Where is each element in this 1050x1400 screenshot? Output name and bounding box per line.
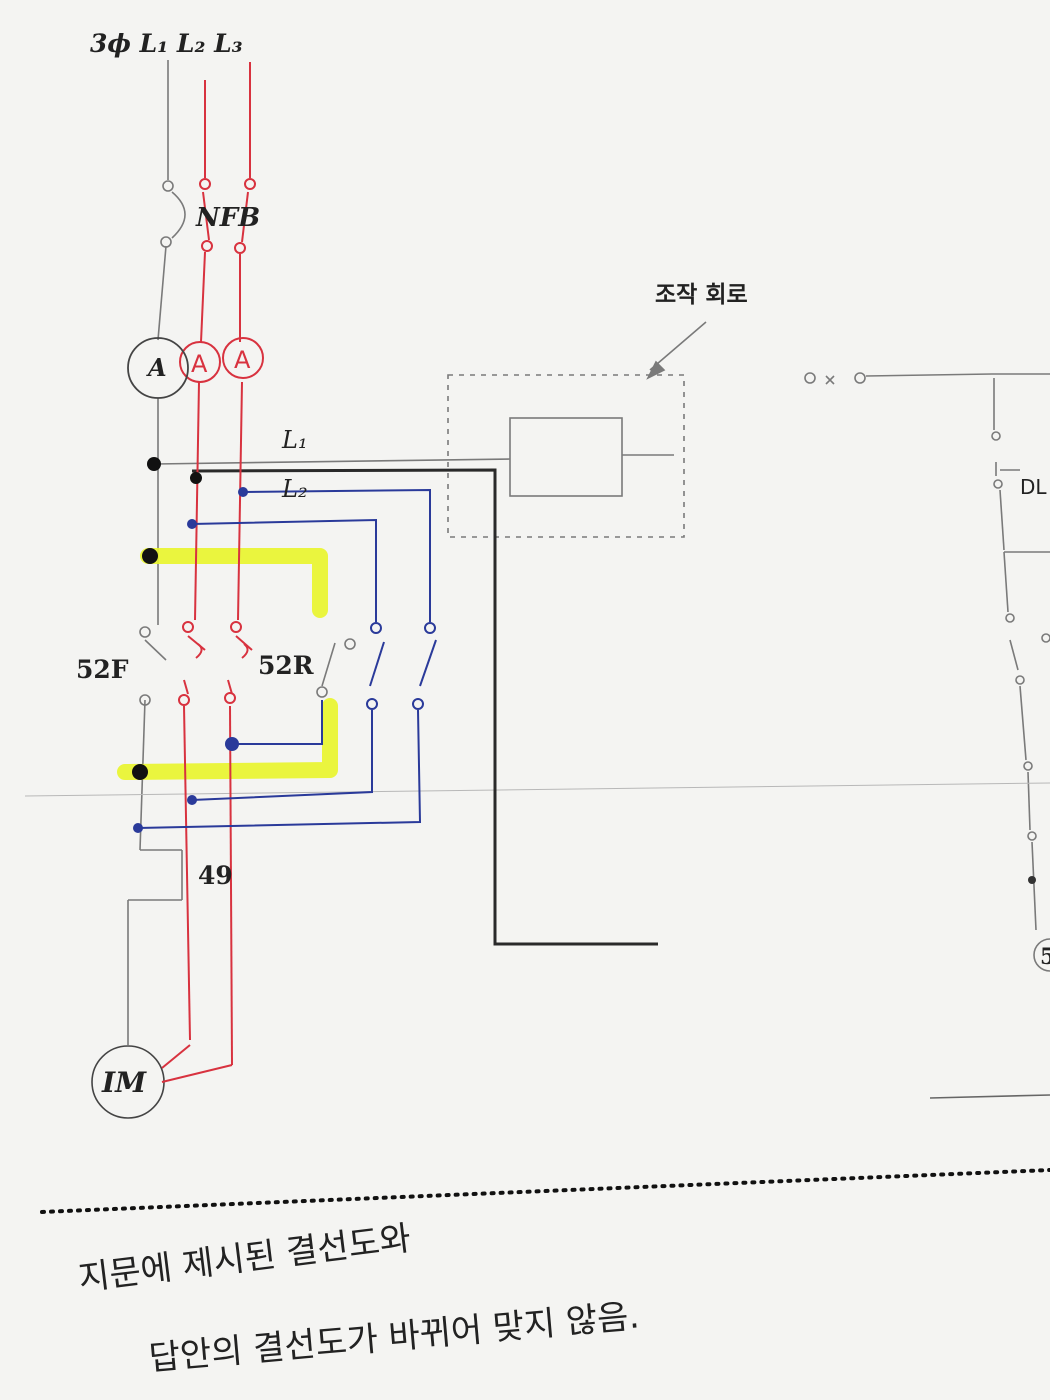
motor-label: IM: [101, 1066, 147, 1099]
printed-junctions: [132, 457, 202, 780]
red-pen-wiring: [161, 62, 264, 1083]
ammeter-handwritten-2: A: [234, 346, 251, 374]
blue-pen-wiring: [137, 488, 437, 829]
printed-circuit: [24, 60, 1050, 1119]
handwritten-note-line-1: 지문에 제시된 결선도와: [76, 1218, 413, 1298]
line-label-l2: L₂: [281, 475, 308, 503]
ammeter-symbol: [127, 337, 189, 399]
partial-right-symbol: 5: [1040, 944, 1050, 970]
dotted-separator: [40, 1168, 1050, 1214]
control-circuit-label: 조작 회로: [655, 282, 748, 308]
partial-right-text: DL: [1020, 475, 1047, 499]
breaker-label: NFB: [195, 203, 260, 233]
forward-contactor-label: 52F: [76, 655, 129, 684]
handwritten-note-line-2: 답안의 결선도가 바뀌어 맞지 않음.: [147, 1296, 641, 1379]
junction-dot: [1028, 876, 1036, 884]
printed-line-l2: [191, 468, 658, 946]
line-label-l1: L₁: [281, 426, 308, 454]
supply-label: 3ϕ L₁ L₂ L₃: [90, 29, 243, 58]
ammeter-label: A: [146, 353, 167, 382]
overload-relay-label: 49: [198, 861, 233, 890]
ammeter-handwritten-1: A: [191, 350, 208, 378]
highlighter-marks: [117, 548, 338, 780]
reverse-contactor-label: 52R: [258, 651, 314, 680]
blue-junctions: [133, 487, 248, 833]
